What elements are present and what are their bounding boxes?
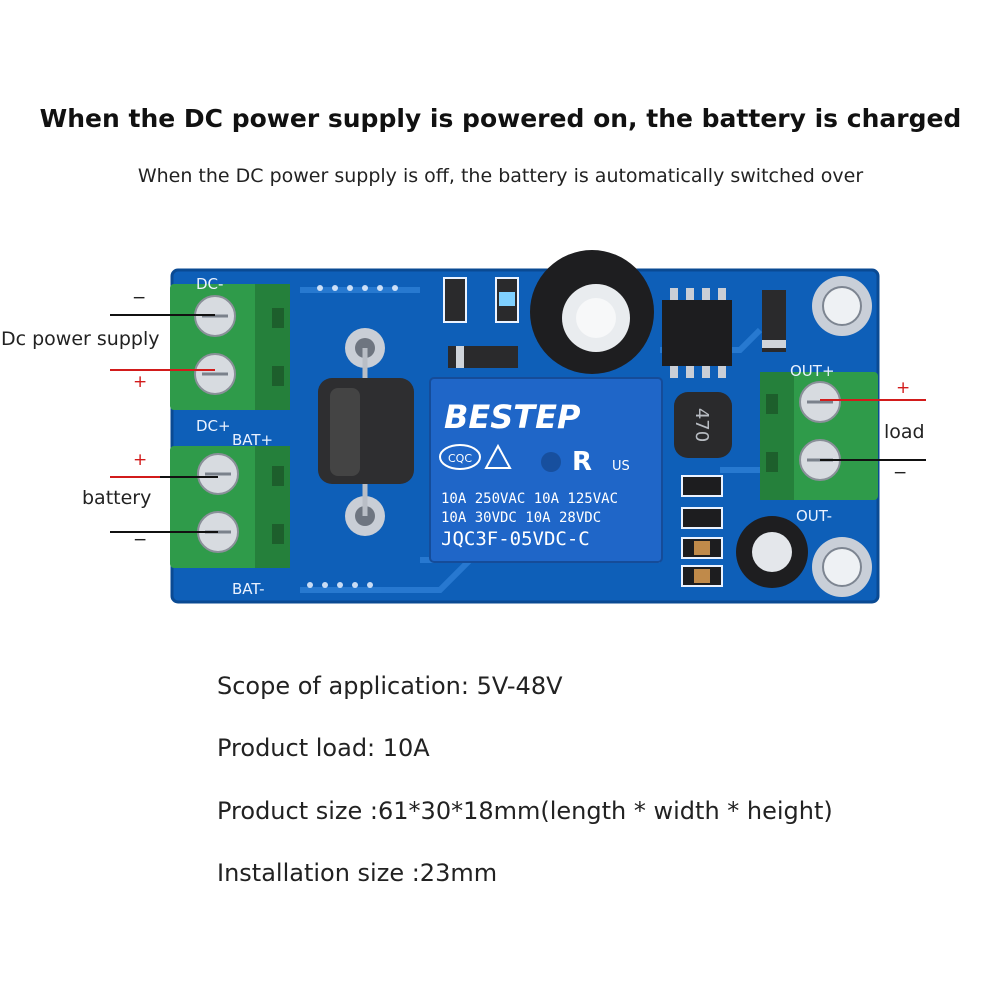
svg-text:10A 30VDC 10A 28VDC: 10A 30VDC 10A 28VDC: [441, 510, 601, 526]
mounting-hole-top: [812, 276, 872, 336]
svg-text:R: R: [572, 447, 592, 477]
label-load: load: [884, 421, 925, 443]
sign-load-minus: −: [893, 463, 908, 483]
page-title: When the DC power supply is powered on, …: [39, 104, 962, 133]
spec-load: Product load: 10A: [217, 734, 430, 762]
electrolytic-capacitor: [530, 250, 654, 374]
silk-bat-minus: BAT-: [232, 580, 265, 598]
ic-chip: [662, 288, 732, 378]
relay: BESTEP CQC R US 10A 250VAC 10A 125VAC 10…: [429, 377, 663, 563]
sign-battery-plus: +: [133, 450, 148, 470]
label-dc-power-supply: Dc power supply: [1, 328, 160, 350]
terminal-block-battery: [170, 446, 290, 568]
svg-text:10A 250VAC 10A 125VAC: 10A 250VAC 10A 125VAC: [441, 491, 618, 507]
silk-out-minus: OUT-: [796, 507, 832, 525]
svg-text:US: US: [612, 459, 630, 474]
mounting-hole-bottom: [812, 537, 872, 597]
silk-dc-minus: DC-: [196, 275, 223, 293]
power-diode: [318, 328, 414, 536]
sign-load-plus: +: [896, 378, 911, 398]
silk-dc-plus: DC+: [196, 417, 231, 435]
label-battery: battery: [82, 487, 152, 509]
silk-out-plus: OUT+: [790, 362, 835, 380]
svg-text:CQC: CQC: [448, 452, 472, 465]
spec-size: Product size :61*30*18mm(length * width …: [217, 797, 833, 825]
sign-battery-minus: −: [133, 530, 148, 550]
small-capacitor: [736, 516, 808, 588]
spec-scope: Scope of application: 5V-48V: [217, 672, 563, 700]
terminal-block-output: [760, 372, 878, 500]
svg-text:470: 470: [691, 408, 712, 442]
spec-installation: Installation size :23mm: [217, 859, 498, 887]
inductor: 470: [674, 392, 732, 458]
sign-dc-plus: +: [133, 372, 148, 392]
silk-bat-plus: BAT+: [232, 431, 273, 449]
svg-text:JQC3F-05VDC-C: JQC3F-05VDC-C: [441, 528, 590, 550]
page-subtitle: When the DC power supply is off, the bat…: [137, 165, 864, 187]
smd-diode: [448, 346, 518, 368]
terminal-block-dc: [170, 284, 290, 410]
svg-text:BESTEP: BESTEP: [444, 398, 581, 436]
sign-dc-minus: −: [132, 288, 147, 308]
